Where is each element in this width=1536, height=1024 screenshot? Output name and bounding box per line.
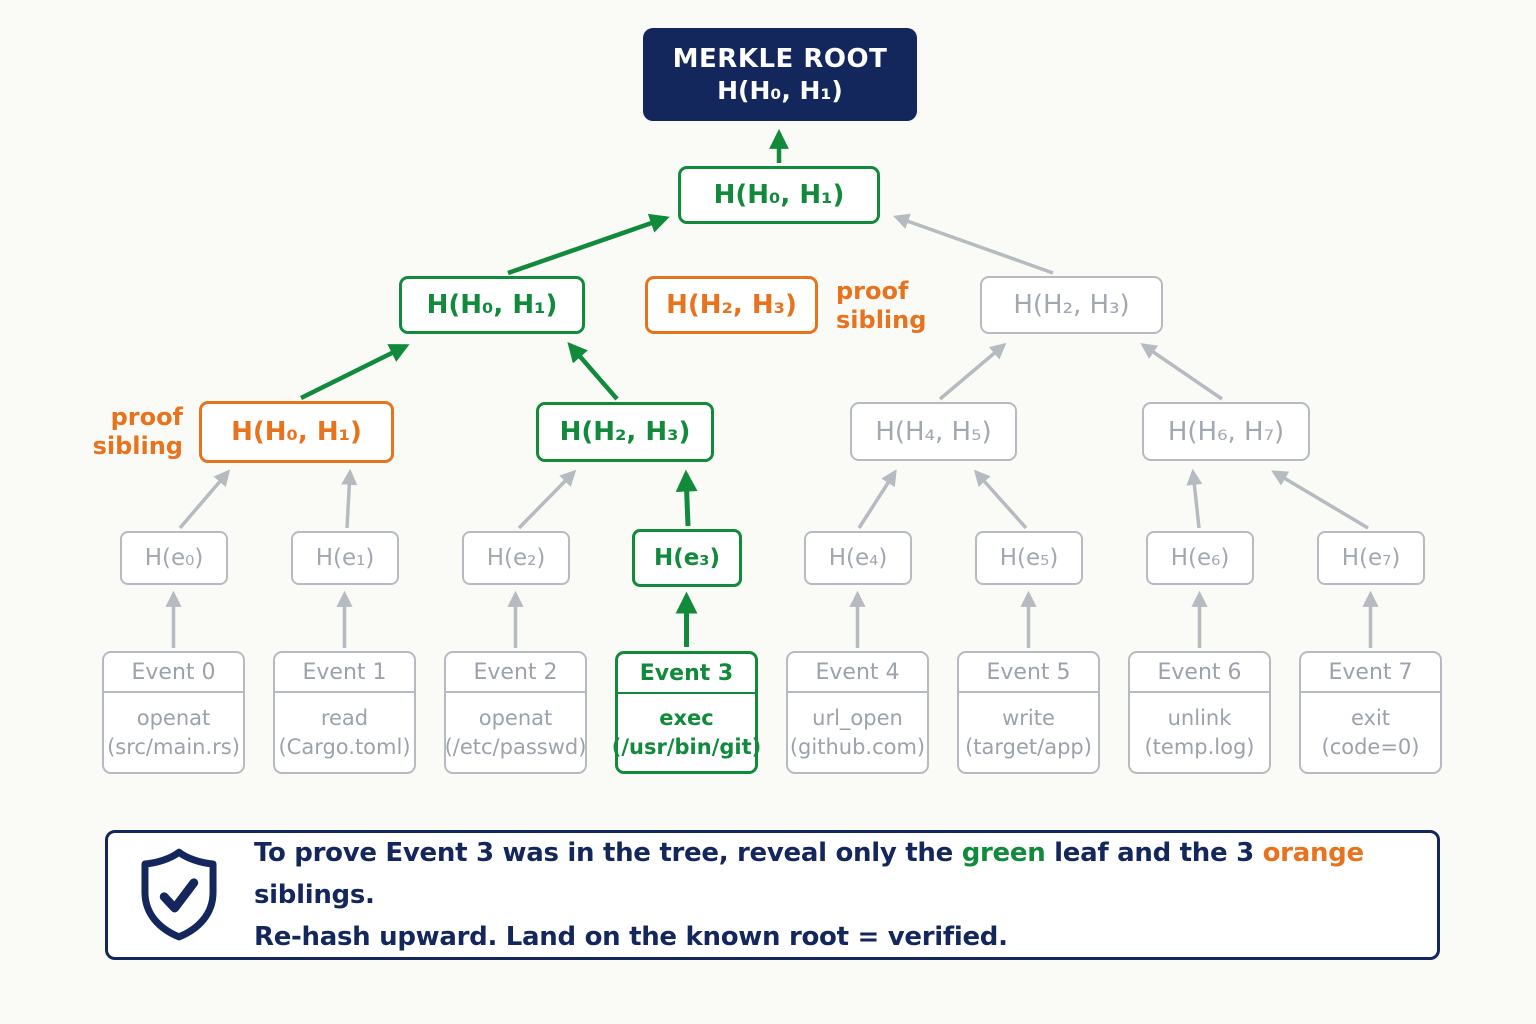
node-l4-h67-unrevealed: H(H₆, H₇) [1142,402,1310,461]
arrow-l3gray-l2 [892,213,1054,275]
arrow-l4h45-l3gray [938,342,1007,401]
event-card-1: Event 1 read (Cargo.toml) [273,651,416,774]
arrow-l3green-l2 [507,213,670,276]
callout-line2: Re-hash upward. Land on the known root =… [254,922,1008,952]
proof-sibling-line2: sibling [836,306,927,334]
event-op: write [1002,705,1055,730]
arrow-he7-l4 [1271,470,1369,530]
leaf-hash-he5: H(e₅) [975,531,1083,585]
callout-line1-segment: leaf and the 3 [1045,838,1263,868]
leaf-hash-he7: H(e₇) [1317,531,1425,585]
event-card-3: Event 3 exec (/usr/bin/git) [611,651,762,774]
event-title: Event 7 [1301,653,1440,693]
leaf-hash-he1: H(e₁) [291,531,399,585]
event-title: Event 5 [959,653,1098,693]
event-arg: (/etc/passwd) [444,734,587,759]
event-title: Event 0 [104,653,243,693]
shield-check-icon [141,848,217,941]
event-op: openat [478,705,553,730]
event-arg: (target/app) [965,734,1092,759]
event-title: Event 3 [618,654,755,694]
event-op: exit [1350,705,1391,730]
arrow-he2-l4 [517,469,577,530]
event-card-2: Event 2 openat (/etc/passwd) [444,651,587,774]
proof-sibling-label-l4: proof sibling [88,403,183,461]
event-op: unlink [1167,705,1232,730]
node-merkle-root: MERKLE ROOT H(H₀, H₁) [643,28,917,121]
event-op: url_open [812,705,903,730]
leaf-hash-he6: H(e₆) [1146,531,1254,585]
merkle-root-title: MERKLE ROOT [672,44,888,74]
proof-sibling-label-l3: proof sibling [836,277,946,335]
leaf-hash-he4: H(e₄) [804,531,912,585]
callout-line1: To prove Event 3 was in the tree, reveal… [254,832,1437,916]
event-card-4: Event 4 url_open (github.com) [786,651,929,774]
event-title: Event 1 [275,653,414,693]
event-card-6: Event 6 unlink (temp.log) [1128,651,1271,774]
node-l4-h45-unrevealed: H(H₄, H₅) [850,402,1017,461]
merkle-root-hash: H(H₀, H₁) [717,76,843,105]
arrow-he0-l4 [178,469,231,530]
arrow-he5-l4 [973,469,1028,530]
event-title: Event 6 [1130,653,1269,693]
node-l3-h23-proof-sibling: H(H₂, H₃) [645,276,818,334]
node-l4-h23-path: H(H₂, H₃) [536,402,714,462]
event-arg: (code=0) [1321,734,1420,759]
event-arg: (temp.log) [1144,734,1255,759]
proof-sibling-line1: proof [836,277,909,305]
node-l4-h01-proof-sibling: H(H₀, H₁) [199,401,394,463]
event-arg: (/usr/bin/git) [611,734,762,759]
event-card-5: Event 5 write (target/app) [957,651,1100,774]
event-title: Event 4 [788,653,927,693]
event-arg: (src/main.rs) [107,734,240,759]
node-l3-h23-unrevealed: H(H₂, H₃) [980,276,1163,334]
callout-text: To prove Event 3 was in the tree, reveal… [254,832,1437,958]
arrow-l4h67-l3gray [1140,343,1223,401]
event-title: Event 2 [446,653,585,693]
arrow-l4orange-l3green [300,343,410,401]
leaf-hash-he0: H(e₀) [120,531,228,585]
arrow-he6-l4 [1186,468,1203,529]
callout-line1-green-word: green [961,838,1046,868]
callout: To prove Event 3 was in the tree, reveal… [105,830,1440,960]
arrow-he3-l4 [675,469,698,527]
proof-sibling-line2: sibling [92,432,183,460]
event-arg: (github.com) [789,734,926,759]
callout-line1-segment: To prove Event 3 was in the tree, reveal… [254,838,962,868]
node-l2-h01: H(H₀, H₁) [678,166,880,224]
callout-line1-orange-word: orange [1262,838,1364,868]
leaf-hash-he3: H(e₃) [632,529,742,587]
callout-line1-segment: siblings. [254,880,375,910]
event-op: exec [659,705,714,730]
event-op: openat [136,705,211,730]
arrow-l4green-l3green [567,342,619,401]
arrow-he4-l4 [857,469,897,529]
proof-sibling-line1: proof [110,403,183,431]
event-op: read [320,705,369,730]
leaf-hash-he2: H(e₂) [462,531,570,585]
event-card-0: Event 0 openat (src/main.rs) [102,651,245,774]
event-card-7: Event 7 exit (code=0) [1299,651,1442,774]
event-arg: (Cargo.toml) [278,734,411,759]
arrow-he1-l4 [341,468,358,529]
node-l3-h01-path: H(H₀, H₁) [399,276,585,334]
